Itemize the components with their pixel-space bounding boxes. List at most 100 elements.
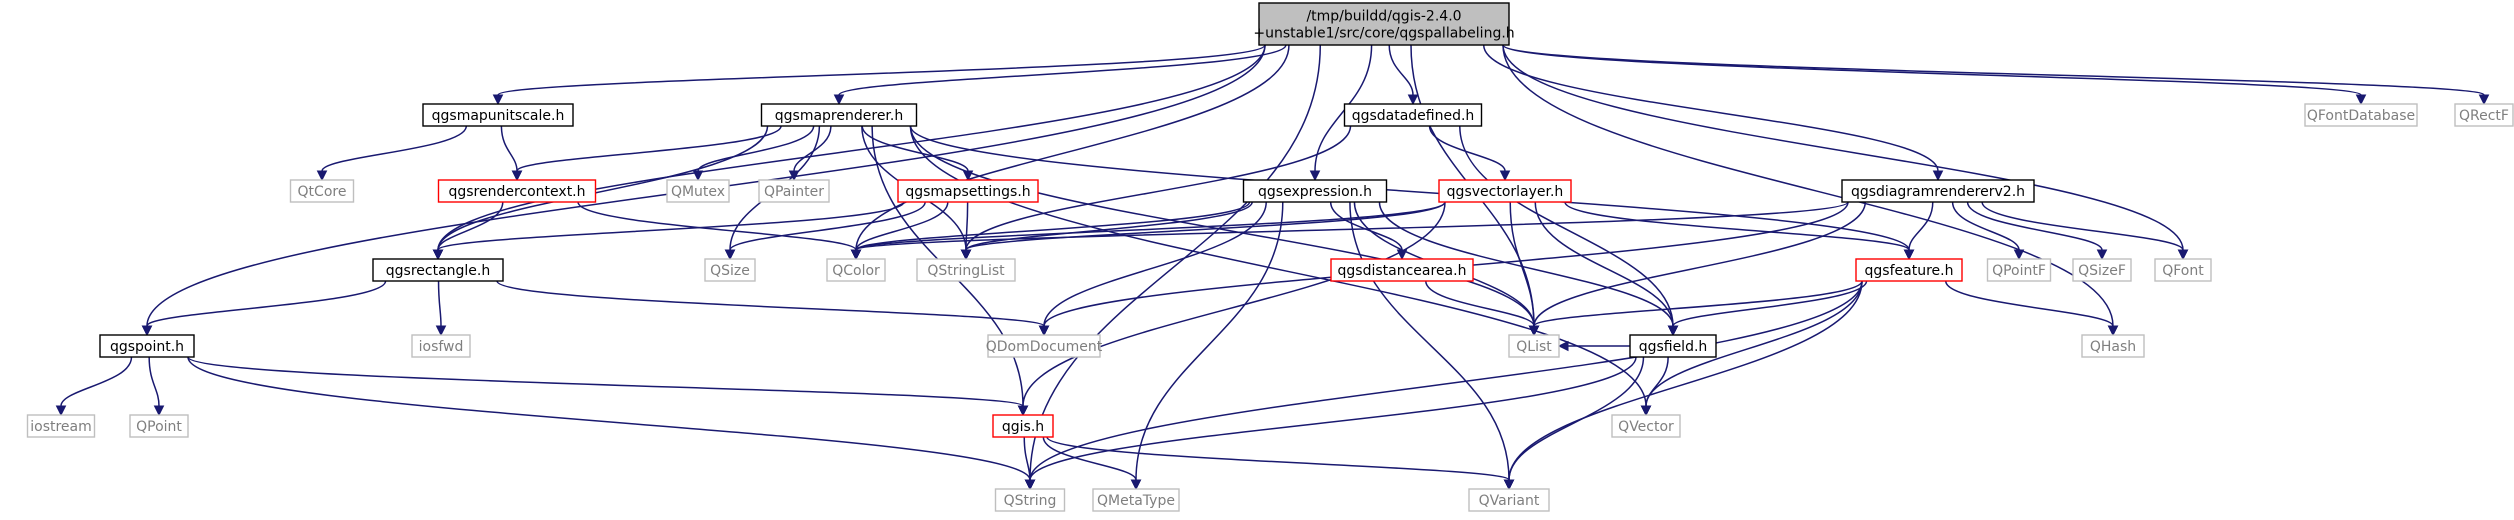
edge-line [1482,44,1939,172]
edge-line [855,201,949,251]
edge-qgsmapsettings-to-qgsrectangle [432,201,905,261]
edge-line [187,356,1024,407]
edge-line [1388,44,1414,96]
node-qgsrectangle[interactable]: qgsrectangle.h [372,258,504,282]
edge-line [496,280,1045,327]
node-qgsvectorlayer[interactable]: qgsvectorlayer.h [1438,179,1572,203]
node-label: qgsfeature.h [1865,263,1954,279]
node-label: QPainter [764,184,824,200]
edge-arrowhead [2355,94,2367,106]
edge-line [855,44,1290,251]
edge-line [500,125,518,172]
node-qvariant: QVariant [1468,488,1550,512]
edge-qgsfeature-to-qhash [1944,280,2119,337]
edge-qgsexpression-to-qmetatype [1130,201,1284,491]
node-label: iosfwd [419,339,464,355]
node-label: QStringList [927,263,1005,279]
node-box [1092,488,1180,512]
edge-root-to-qgsdiagramrendererv2 [1482,44,1944,182]
edge-qgsmapsettings-to-qsize [724,201,926,261]
edge-qgsfeature-to-qvariant [1503,280,1863,491]
edge-arrowhead [1038,325,1050,337]
edge-qgsfield-to-qlist [1557,340,1630,352]
node-qgsmapunitscale[interactable]: qgsmapunitscale.h [422,103,574,127]
node-box [2154,258,2212,282]
edge-line [187,356,1031,481]
node-label: QtCore [298,184,347,200]
node-qgsfield[interactable]: qgsfield.h [1629,334,1717,358]
edge-line [577,201,857,251]
node-qgsdatadefined[interactable]: qgsdatadefined.h [1343,103,1483,127]
edge-root-to-qfontdatabase [1502,44,2367,106]
edge-line [1046,436,1510,481]
node-qgspoint[interactable]: qgspoint.h [99,334,195,358]
node-qgsdistancearea[interactable]: qgsdistancearea.h [1330,258,1474,282]
node-label: qgsmapsettings.h [905,184,1030,200]
node-label: QDomDocument [986,339,1103,355]
edge-arrowhead [55,405,67,417]
node-qpoint: QPoint [129,414,189,438]
node-label: qgsrectangle.h [386,263,490,279]
node-qsize: QSize [704,258,756,282]
edge-line [855,201,1446,251]
node-root[interactable]: /tmp/buildd/qgis-2.4.0+unstable1/src/cor… [1253,2,1515,46]
edge-line [1502,44,2362,96]
node-label: iostream [30,419,92,435]
edge-line [1029,44,1322,481]
node-box [2081,334,2145,358]
edge-root-to-qgsmapunitscale [492,44,1266,106]
edge-line [909,125,1910,251]
edge-qgsdiagramrendererv2-to-qfont [1981,201,2189,261]
node-label: qgis.h [1002,419,1044,435]
edge-line [1043,201,1267,327]
edge-line [861,125,969,172]
edge-qgspoint-to-qgis [187,356,1029,417]
edge-arrowhead [833,94,845,106]
edge-qgsdiagramrendererv2-to-qsizef [1966,201,2108,261]
node-iosfwd: iosfwd [411,334,471,358]
edge-qgsfeature-to-qstring [1024,280,1863,491]
node-label: qgsdiagramrendererv2.h [1851,184,2025,200]
node-qgsexpression[interactable]: qgsexpression.h [1242,179,1388,203]
node-box [666,179,730,203]
node-box [1438,179,1572,203]
edge-line [60,356,133,407]
node-label: QMetaType [1097,493,1175,509]
node-box [1508,334,1560,358]
edge-qgsrectangle-to-qgspoint [141,280,387,337]
edge-line [729,201,926,251]
edge-line [1533,201,1867,327]
node-qgsmapsettings[interactable]: qgsmapsettings.h [897,179,1039,203]
edge-line [1042,436,1137,481]
nodes-layer: /tmp/buildd/qgis-2.4.0+unstable1/src/cor… [26,2,2514,512]
node-label: qgsrendercontext.h [448,184,585,200]
node-qgsfeature[interactable]: qgsfeature.h [1855,258,1963,282]
node-box [1629,334,1717,358]
edge-line [1425,280,1535,327]
edge-arrowhead [153,405,165,417]
edge-qgspoint-to-qstring [187,356,1036,491]
edge-qgis-to-qmetatype [1042,436,1142,491]
node-label: QSize [710,263,750,279]
node-label: QColor [832,263,880,279]
node-qgsdiagramrendererv2[interactable]: qgsdiagramrendererv2.h [1841,179,2035,203]
edge-qgsvectorlayer-to-qgsfeature [1564,201,1915,261]
node-box [422,103,574,127]
node-qgsrendercontext[interactable]: qgsrendercontext.h [437,179,597,203]
node-label: qgspoint.h [110,339,184,355]
node-qsizef: QSizeF [2072,258,2132,282]
node-label: QString [1004,493,1057,509]
node-qgis[interactable]: qgis.h [992,414,1054,438]
edge-line [1135,201,1284,481]
edge-arrowhead [1557,340,1569,352]
edge-arrowhead [1309,170,1321,182]
edge-qgsmaprenderer-to-qlist [909,125,1540,337]
node-label: QFont [2162,263,2204,279]
edge-qgsmaprenderer-to-qgsrendercontext [511,125,782,182]
node-label: qgsmaprenderer.h [775,108,903,124]
edge-line [1509,201,1535,327]
node-box [1242,179,1388,203]
node-qgsmaprenderer[interactable]: qgsmaprenderer.h [760,103,918,127]
node-box [2304,103,2418,127]
